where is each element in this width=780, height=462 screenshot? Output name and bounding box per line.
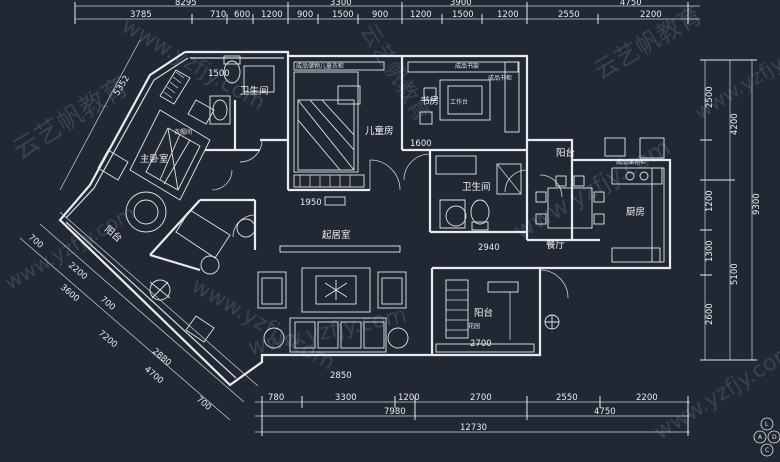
small-label: 成品储物儿童衣柜: [296, 62, 344, 70]
dim-label: 5100: [730, 263, 740, 285]
room-label-balcony-3: 阳台: [556, 147, 575, 159]
watermark-url: www.yzfjy.com: [690, 26, 780, 124]
dim-label: 2200: [640, 10, 662, 20]
room-label-living: 起居室: [322, 229, 351, 241]
dim-label: 2850: [330, 371, 352, 381]
dim-label: 2700: [470, 393, 492, 403]
dim-label: 600: [234, 10, 250, 20]
dim-label: 2550: [556, 393, 578, 403]
room-label-balcony-2: 阳台: [474, 307, 493, 319]
master-bedroom-furniture: 主卧室 衣帽间: [97, 69, 215, 233]
room-label-dining: 餐厅: [546, 239, 566, 251]
dim-label: 1500: [332, 10, 354, 20]
dim-label: 2550: [558, 10, 580, 20]
dim-label: 780: [268, 393, 284, 403]
dim-label: 900: [372, 10, 388, 20]
small-label: 花园: [468, 322, 480, 330]
dim-label: 3600: [58, 283, 81, 305]
room-label-bathroom-2: 卫生间: [462, 181, 491, 193]
small-label: 成品储物柜: [616, 158, 646, 166]
dim-label: 1600: [410, 139, 432, 149]
dim-label: 700: [26, 233, 45, 251]
dim-label: 7200: [96, 329, 119, 351]
room-label-cloak: 衣帽间: [174, 128, 192, 136]
right-dimension-lines: 2500 1200 1300 2600 4200 5100 9300: [700, 59, 762, 361]
door-swings: [211, 139, 569, 299]
study-furniture: 书房 工作台 成品书架 成品书柜: [407, 61, 520, 133]
dim-label: 3300: [335, 393, 357, 403]
dim-label: 1200: [410, 10, 432, 20]
room-label-kitchen: 厨房: [626, 206, 645, 218]
dim-label: 900: [297, 10, 313, 20]
dim-label: 1200: [497, 10, 519, 20]
dim-label: 4750: [594, 407, 616, 417]
watermark-layer: 云艺帆教育 云艺帆教育 云艺帆教育 www.yzfjy.com www.yzfj…: [1, 1, 780, 445]
dim-label: 700: [194, 395, 213, 413]
dim-label: 1200: [261, 10, 283, 20]
small-label: 成品书架: [455, 62, 479, 70]
balcony-2-fixtures: 阳台 花园 2940: [435, 243, 535, 353]
corner-legend: L A D C: [753, 417, 780, 457]
room-label-study: 书房: [420, 95, 439, 107]
dim-label: 710: [210, 10, 226, 20]
interior-dimension-labels: 1500 1950 2700 1600: [208, 69, 492, 349]
small-label: 成品书柜: [488, 74, 512, 82]
dim-label: 1200: [398, 393, 420, 403]
legend-letter: C: [765, 447, 769, 454]
dim-label: 2940: [478, 243, 500, 253]
dim-label: 4750: [620, 0, 642, 8]
dim-label: 8295: [175, 0, 197, 8]
dim-label: 3785: [130, 10, 152, 20]
dim-label: 4200: [730, 113, 740, 135]
dim-label: 2600: [705, 303, 715, 325]
dim-label: 2880: [150, 347, 173, 369]
interior-walls: [149, 56, 600, 355]
dim-label: 700: [98, 295, 117, 313]
watermark-url: www.yzfjy.com: [650, 338, 780, 445]
dim-label: 4700: [142, 365, 165, 387]
watermark-url: www.yzfjy.com: [117, 14, 269, 116]
top-dimension-lines: 8295 3300 3900 4750 3785 710 600 1200 90…: [74, 0, 700, 24]
dim-label: 1200: [705, 190, 715, 212]
dim-label: 1950: [300, 198, 322, 208]
legend-letter: L: [765, 421, 769, 428]
kitchen-fixtures: 厨房 成品储物柜: [604, 137, 665, 263]
watermark-logo: 云艺帆教育: [355, 20, 435, 127]
dim-label: 1500: [208, 69, 230, 79]
dim-label: 7980: [384, 407, 406, 417]
dim-label: 2200: [636, 393, 658, 403]
dim-label: 1500: [452, 10, 474, 20]
bathroom-1-fixtures: 卫生间: [209, 55, 275, 125]
room-label-children: 儿童房: [365, 125, 394, 137]
bathroom-2-fixtures: 卫生间: [435, 155, 522, 231]
small-label: 工作台: [450, 98, 468, 106]
legend-letter: D: [772, 434, 777, 441]
exterior-walls: [58, 50, 672, 387]
dining-furniture: 餐厅 阳台: [535, 147, 605, 330]
room-label-master: 主卧室: [140, 153, 169, 165]
bottom-dimension-lines: 780 3300 1200 2700 2550 2200 7980 4750 1…: [255, 393, 690, 436]
legend-letter: A: [758, 434, 763, 441]
dim-label: 3900: [450, 0, 472, 8]
dim-label: 9300: [752, 193, 762, 215]
living-room-furniture: 起居室 2850: [257, 229, 409, 381]
dim-label: 12730: [460, 423, 487, 433]
dim-label: 1300: [705, 240, 715, 262]
children-room-furniture: 儿童房 成品储物儿童衣柜: [293, 61, 394, 206]
dim-label: 2500: [705, 86, 715, 108]
dim-label: 3300: [330, 0, 352, 8]
room-label-bathroom-1: 卫生间: [240, 85, 269, 97]
dim-label: 2700: [470, 339, 492, 349]
